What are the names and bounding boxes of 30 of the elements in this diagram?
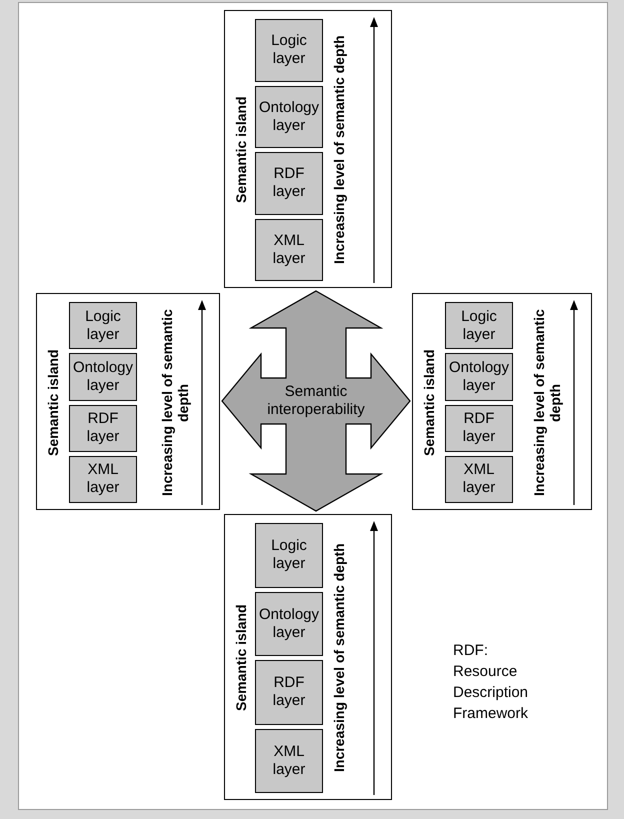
layer-block: RDF layer xyxy=(255,660,323,724)
layer-block: RDF layer xyxy=(445,404,513,452)
layer-block: XML layer xyxy=(445,456,513,503)
layer-block: Logic layer xyxy=(255,523,323,588)
depth-label: Increasing level of semantic depth xyxy=(331,542,347,774)
layer-block: Ontology layer xyxy=(255,592,323,656)
island-label: Semantic island xyxy=(233,604,249,714)
island-panel xyxy=(224,10,392,288)
depth-label: Increasing level of semantic depth xyxy=(531,308,563,498)
layer-block: RDF layer xyxy=(255,152,323,214)
island-panel xyxy=(224,514,392,800)
layer-block: RDF layer xyxy=(69,404,137,452)
footnote: RDF: Resource Description Framework xyxy=(453,641,530,724)
arrow-label: Semantic interoperability xyxy=(266,383,366,419)
layer-block: Logic layer xyxy=(445,302,513,350)
island-label: Semantic island xyxy=(233,96,249,206)
layer-block: Ontology layer xyxy=(69,353,137,400)
island-panel xyxy=(36,293,220,510)
layer-block: Ontology layer xyxy=(255,86,323,148)
layer-block: Logic layer xyxy=(69,302,137,350)
island-label: Semantic island xyxy=(421,348,437,458)
depth-label: Increasing level of semantic depth xyxy=(159,308,191,498)
depth-label: Increasing level of semantic depth xyxy=(331,34,347,266)
layer-block: XML layer xyxy=(255,728,323,793)
island-label: Semantic island xyxy=(45,348,61,458)
layer-block: Logic layer xyxy=(255,19,323,82)
layer-block: XML layer xyxy=(69,456,137,503)
layer-block: XML layer xyxy=(255,218,323,281)
island-panel xyxy=(412,293,592,510)
layer-block: Ontology layer xyxy=(445,353,513,400)
